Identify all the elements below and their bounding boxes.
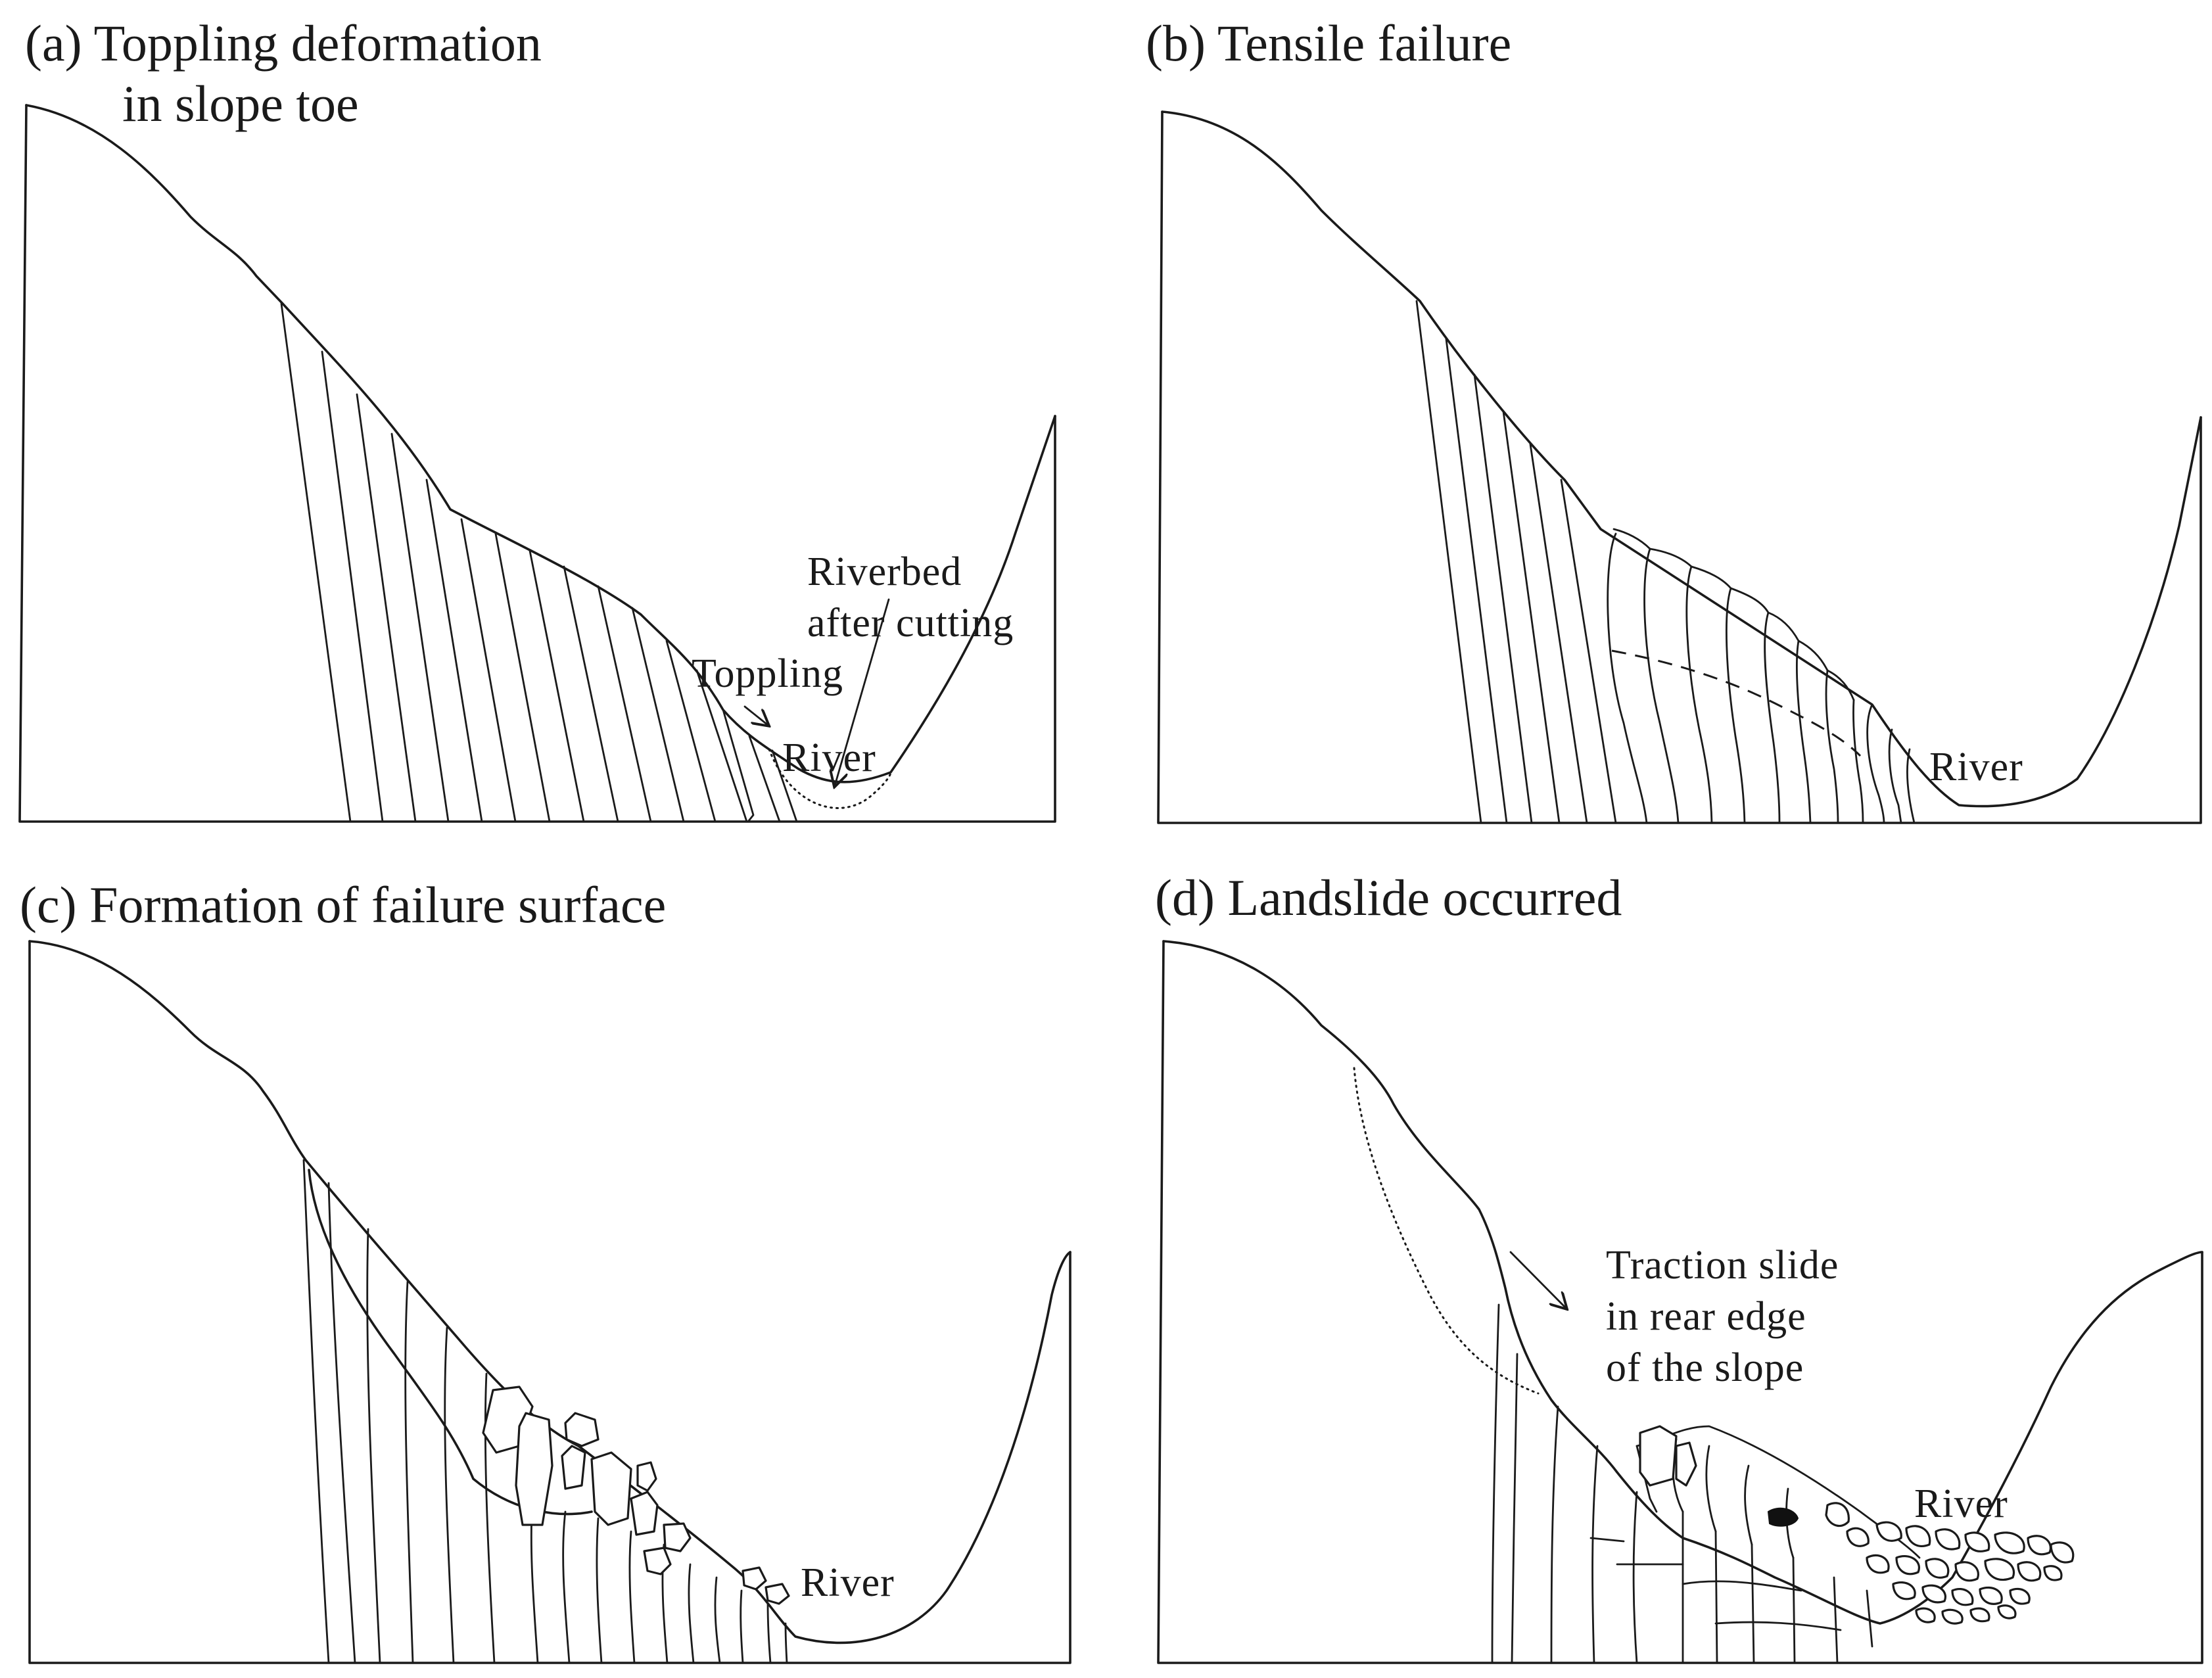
panel-c-frame: [28, 940, 1071, 1664]
panel-a-title-line1: (a) Toppling deformation: [25, 14, 542, 72]
panel-a-title-line2: in slope toe: [122, 75, 359, 132]
panel-b-rock-layers: [1415, 300, 1617, 824]
panel-a-riverbed-dotted: [768, 748, 892, 809]
panel-a-river-label: River: [782, 735, 876, 780]
panel-d-traction-label-line3: of the slope: [1606, 1345, 1804, 1390]
panel-d-original-surface-dotted: [1353, 1067, 1540, 1395]
panel-d-title: (d) Landslide occurred: [1155, 869, 1622, 926]
panel-c-title: (c) Formation of failure surface: [20, 876, 666, 933]
panel-a-riverbed-label-line2: after cutting: [807, 601, 1014, 645]
panel-c: (c) Formation of failure surface River: [20, 876, 1071, 1664]
panel-d-debris: [1825, 1502, 2075, 1625]
panel-d-slope-surface: [1162, 940, 2203, 1625]
panel-d-traction-arrow: [1509, 1251, 1566, 1308]
panel-c-river-label: River: [801, 1560, 895, 1605]
panel-b-frame: [1157, 110, 2202, 824]
panel-b: (b) Tensile failure River: [1146, 14, 2202, 824]
panel-c-rock-layers: [302, 1159, 788, 1664]
panel-a-toppling-arrow: [743, 705, 768, 725]
panel-d: (d) Landslide occurred Traction slide in…: [1155, 869, 2203, 1664]
panel-b-tension-crack-dashed: [1611, 649, 1862, 757]
panel-d-frame: [1157, 940, 2203, 1664]
panel-c-slope-surface: [28, 940, 1071, 1644]
panel-a-riverbed-arrow: [835, 598, 890, 785]
panel-b-title: (b) Tensile failure: [1146, 14, 1511, 72]
panel-d-slide-mass: [1589, 1425, 1921, 1664]
panel-a: (a) Toppling deformation in slope toe Ri…: [18, 14, 1056, 823]
panel-d-rock-layers: [1491, 1303, 1638, 1664]
panel-a-riverbed-label-line1: Riverbed: [807, 549, 962, 594]
panel-a-toppling-label: Toppling: [692, 651, 843, 696]
panel-b-river-label: River: [1929, 745, 2023, 789]
panel-c-toppled-blocks: [482, 1386, 790, 1605]
panel-a-rock-layers: [280, 302, 798, 823]
panel-d-river-label: River: [1914, 1481, 2008, 1526]
panel-a-frame: [18, 104, 1056, 823]
panel-b-slope-surface: [1161, 110, 2202, 808]
panel-d-traction-label-line2: in rear edge: [1606, 1294, 1806, 1339]
panel-d-dark-boulder: [1767, 1507, 1799, 1527]
panel-a-slope-surface: [25, 104, 1056, 783]
panel-b-toppled-columns: [1607, 528, 1916, 824]
panel-d-traction-label-line1: Traction slide: [1606, 1243, 1839, 1288]
